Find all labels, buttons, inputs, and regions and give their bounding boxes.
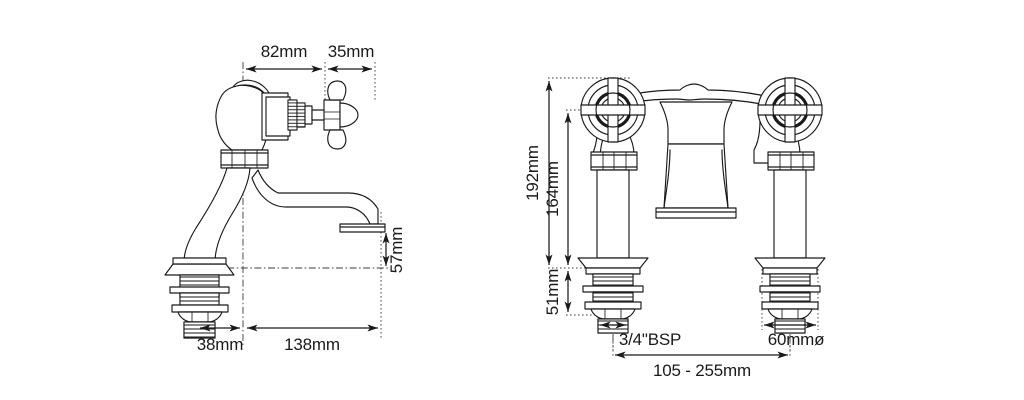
dimension-138mm-label: 138mm [284,335,340,354]
central-spout-front [655,101,737,219]
dimension-192mm: 192mm [523,80,553,266]
dimension-164mm: 164mm [543,112,572,266]
dimension-35mm: 35mm [328,42,374,73]
dimension-38mm-label: 38mm [197,335,243,354]
dimension-51mm-label: 51mm [543,269,562,315]
dimension-centres: 105 - 255mm [614,351,789,380]
tap-spout-side [251,169,386,233]
handle-left-front[interactable] [580,77,646,143]
front-view-group: 192mm 164mm 51mm 3/4"BSP 60mmø [523,77,826,380]
dimension-138mm: 138mm [246,324,379,354]
leg-left-front [577,151,649,334]
side-view-group: 82mm 35mm 57mm 38mm 138mm [164,42,406,354]
dimension-bsp-label: 3/4"BSP [619,330,681,349]
dimension-57mm: 57mm [382,227,406,273]
dimension-82mm: 82mm [245,42,323,73]
dimension-51mm: 51mm [543,269,572,315]
tap-collar-side [220,149,269,169]
dimension-82mm-label: 82mm [261,42,307,61]
dimension-192mm-label: 192mm [523,145,542,201]
dimension-bsp: 3/4"BSP [599,321,681,349]
dimension-57mm-label: 57mm [387,227,406,273]
dimension-35mm-label: 35mm [328,42,374,61]
tap-body-side [215,79,359,151]
handle-right-front[interactable] [757,77,823,143]
dimension-164mm-label: 164mm [543,161,562,217]
leg-right-front [754,151,826,334]
tap-base-assembly-side [164,257,235,339]
dimension-centres-label: 105 - 255mm [653,361,751,380]
dimension-38mm: 38mm [197,324,243,354]
dimension-60mm: 60mmø [763,321,825,349]
dimension-60mm-label: 60mmø [768,330,825,349]
